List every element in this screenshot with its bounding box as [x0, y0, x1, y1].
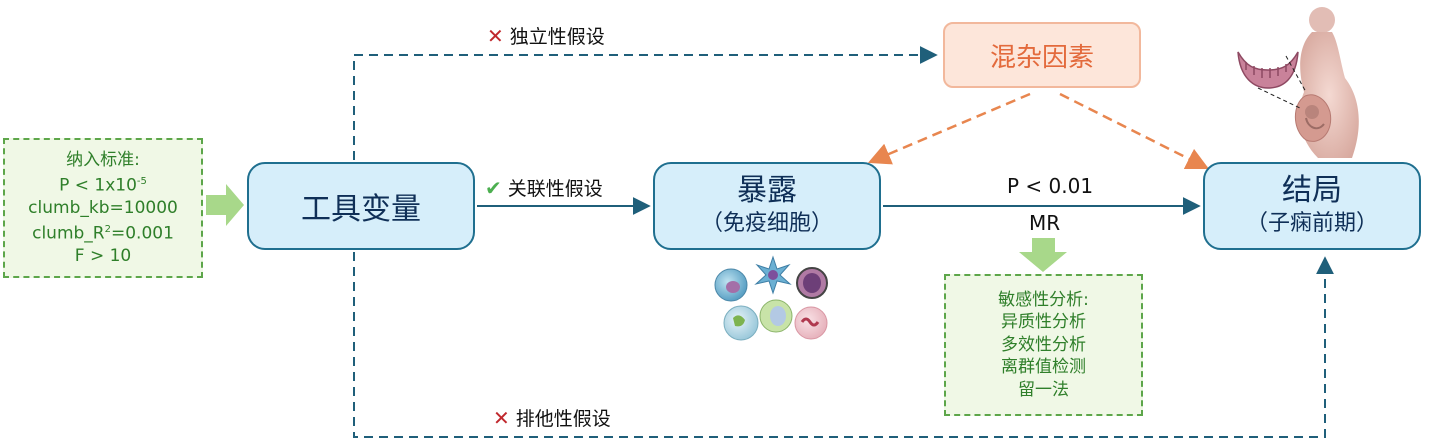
inclusion-arrow-icon [206, 184, 244, 226]
exposure-node: 暴露 （免疫细胞） [653, 162, 881, 250]
confounder-to-exposure-arrow [867, 92, 1031, 165]
inclusion-heading: 纳入标准: [66, 150, 140, 171]
outcome-title: 结局 [1282, 173, 1342, 208]
cross-icon: ✕ [487, 23, 504, 48]
cross-icon: ✕ [493, 405, 510, 430]
confounder-node: 混杂因素 [943, 22, 1141, 88]
exclusion-assumption-label: ✕排他性假设 [493, 405, 611, 431]
confounder-to-outcome-arrow [1059, 92, 1210, 170]
pregnant-woman-icon [1294, 7, 1359, 158]
mr-label: MR [1029, 211, 1061, 235]
exposure-subtitle: （免疫细胞） [700, 211, 833, 236]
sensitivity-item: 多效性分析 [1001, 334, 1086, 355]
sensitivity-analysis-box: 敏感性分析: 异质性分析 多效性分析 离群值检测 留一法 [944, 274, 1143, 416]
inclusion-clump-kb: clumb_kb=10000 [28, 198, 178, 218]
outcome-node: 结局 （子痫前期） [1203, 162, 1421, 250]
inclusion-criteria-box: 纳入标准: P < 1x10-5 clumb_kb=10000 clumb_R2… [3, 138, 203, 278]
p-value-label: P < 0.01 [1007, 174, 1094, 198]
exposure-title: 暴露 [737, 173, 797, 208]
sensitivity-heading: 敏感性分析: [998, 289, 1089, 310]
relevance-assumption-label: ✔关联性假设 [485, 175, 603, 201]
check-icon: ✔ [485, 175, 502, 200]
sensitivity-arrow-icon [1019, 238, 1067, 272]
sensitivity-item: 留一法 [1018, 379, 1069, 400]
sensitivity-item: 离群值检测 [1001, 357, 1086, 378]
sensitivity-item: 异质性分析 [1001, 312, 1086, 333]
independence-path [353, 46, 938, 160]
independence-assumption-label: ✕独立性假设 [487, 23, 605, 49]
inclusion-f-stat: F > 10 [74, 245, 132, 266]
immune-cells-icon [714, 255, 828, 341]
instrumental-variable-node: 工具变量 [247, 162, 475, 250]
inclusion-p-threshold: P < 1x10-5 [59, 176, 147, 196]
outcome-subtitle: （子痫前期） [1245, 211, 1378, 236]
exclusion-path [353, 252, 1334, 438]
inclusion-clump-r2: clumb_R2=0.001 [32, 223, 174, 244]
placenta-icon [1237, 51, 1307, 109]
